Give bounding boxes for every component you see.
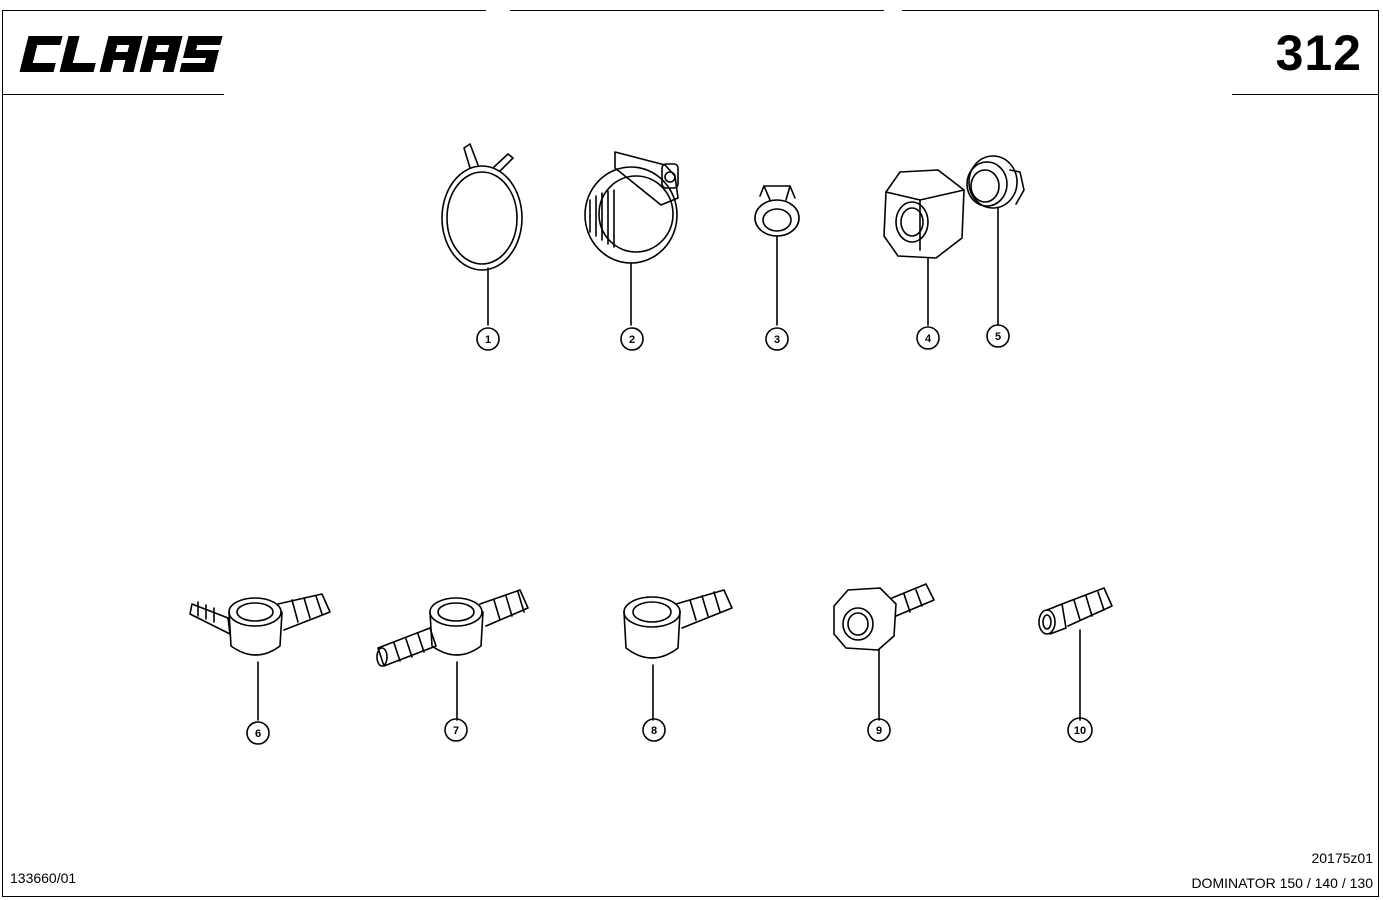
callout-circle-3 [765,327,789,351]
ear-clamp-drawing [754,185,800,326]
callout-circle-4 [916,326,940,350]
cutting-ring-drawing [966,155,1025,326]
callout-label-9: 9 [876,725,882,737]
frame-gap-right [884,6,902,16]
banjo-nipple-drawing [623,589,733,721]
model-designation: DOMINATOR 150 / 140 / 130 [1191,875,1373,891]
figure-number: 20175z01 [1311,850,1373,866]
hex-nut-drawing [883,169,965,326]
banjo-through-nipple-drawing [376,589,529,721]
callout-circle-1 [476,327,500,351]
swivel-nut-nipple-drawing [833,583,935,721]
page-number: 312 [1275,25,1362,81]
wire-hose-clip-drawing [441,143,523,326]
callout-label-4: 4 [925,333,932,345]
callout-label-5: 5 [995,331,1001,343]
callout-circle-9 [867,718,891,742]
drawing-frame [2,10,1379,897]
callout-label-2: 2 [629,334,635,346]
frame-gap-left [486,6,510,16]
claas-logo [19,36,223,72]
callout-circle-10 [1067,717,1093,743]
banjo-double-nipple-drawing [189,593,331,721]
callout-label-6: 6 [255,728,261,740]
page-number-underline [1232,94,1379,95]
callout-label-10: 10 [1074,725,1086,737]
callout-circles [246,324,1093,745]
callout-label-1: 1 [485,334,491,346]
document-number: 133660/01 [10,870,77,886]
callout-circle-5 [986,324,1010,348]
worm-drive-clamp-drawing [584,151,679,326]
callout-label-3: 3 [774,334,780,346]
callout-label-7: 7 [453,725,459,737]
logo-underline [2,94,224,95]
straight-nipple-drawing [1038,587,1113,721]
callout-label-8: 8 [651,725,657,737]
callout-circle-2 [620,327,644,351]
callout-circle-7 [444,718,468,742]
callout-circle-6 [246,721,270,745]
callout-circle-8 [642,718,666,742]
